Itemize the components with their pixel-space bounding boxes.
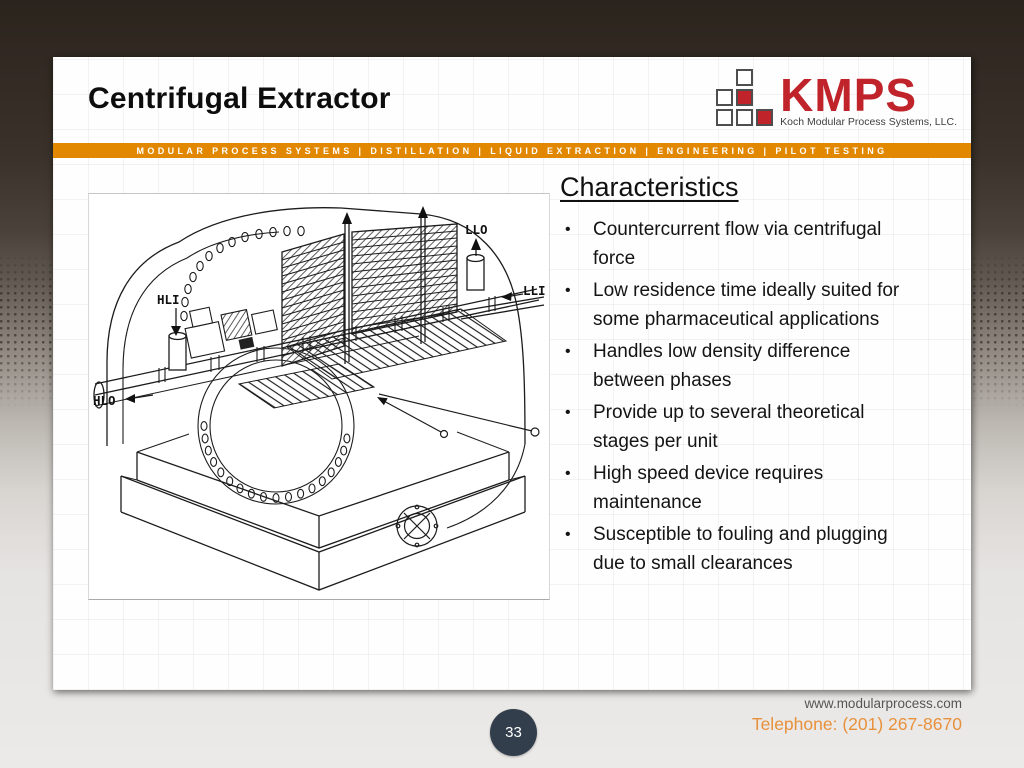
slide-title: Centrifugal Extractor xyxy=(88,82,391,115)
list-item: • Susceptible to fouling and plugging due… xyxy=(560,520,984,578)
shaft-assembly xyxy=(93,253,545,409)
list-item: • High speed device requires maintenance xyxy=(560,459,984,517)
website-url: www.modularprocess.com xyxy=(804,696,962,711)
characteristic-text: Provide up to several theoretical stages… xyxy=(593,402,865,452)
bullet-marker: • xyxy=(565,343,571,360)
label-lli: LLI xyxy=(523,283,546,298)
list-item: • Low residence time ideally suited for s… xyxy=(560,276,984,334)
characteristic-text: Low residence time ideally suited for so… xyxy=(593,280,900,330)
kmps-logo: KMPS Koch Modular Process Systems, LLC. xyxy=(716,69,957,128)
bullet-marker: • xyxy=(565,404,571,421)
kmps-logo-tagline: Koch Modular Process Systems, LLC. xyxy=(780,116,957,128)
bullet-marker: • xyxy=(565,282,571,299)
bullet-marker: • xyxy=(565,465,571,482)
drum-outline xyxy=(106,207,526,529)
characteristics-heading: Characteristics xyxy=(560,172,739,202)
characteristics-section: Characteristics • Countercurrent flow via… xyxy=(560,170,984,581)
kmps-logo-squares-icon xyxy=(716,69,774,126)
characteristic-text: High speed device requires maintenance xyxy=(593,463,824,513)
characteristic-text: Susceptible to fouling and plugging due … xyxy=(593,524,888,574)
centrifugal-extractor-diagram: HLI HLO LLO LLI xyxy=(93,206,546,591)
label-hli: HLI xyxy=(157,292,180,307)
bullet-marker: • xyxy=(565,221,571,238)
label-hlo: HLO xyxy=(93,393,116,408)
tray-slats xyxy=(237,308,508,409)
perforated-rings xyxy=(180,225,355,505)
list-item: • Handles low density difference between … xyxy=(560,337,984,395)
kmps-logo-wordmark: KMPS xyxy=(780,69,918,121)
extractor-diagram-figure: HLI HLO LLO LLI xyxy=(88,193,550,600)
characteristic-text: Countercurrent flow via centrifugal forc… xyxy=(593,219,882,269)
services-banner: MODULAR PROCESS SYSTEMS | DISTILLATION |… xyxy=(53,143,971,158)
telephone-number: Telephone: (201) 267-8670 xyxy=(751,714,962,734)
label-llo: LLO xyxy=(465,222,488,237)
base-pedestal xyxy=(120,451,526,591)
list-item: • Provide up to several theoretical stage… xyxy=(560,398,984,456)
sample-rods xyxy=(377,393,540,439)
characteristics-list: • Countercurrent flow via centrifugal for… xyxy=(560,215,984,578)
flange-wheel xyxy=(395,504,439,548)
slide: Centrifugal Extractor MODULAR PROCESS SY… xyxy=(53,57,971,690)
page-number-badge: 33 xyxy=(490,709,537,756)
plate-stack xyxy=(281,206,458,367)
characteristic-text: Handles low density difference between p… xyxy=(593,341,851,391)
bullet-marker: • xyxy=(565,526,571,543)
diagram-labels: HLI HLO LLO LLI xyxy=(93,222,546,408)
page-number: 33 xyxy=(505,724,522,741)
flow-arrows xyxy=(125,238,524,403)
list-item: • Countercurrent flow via centrifugal for… xyxy=(560,215,984,273)
